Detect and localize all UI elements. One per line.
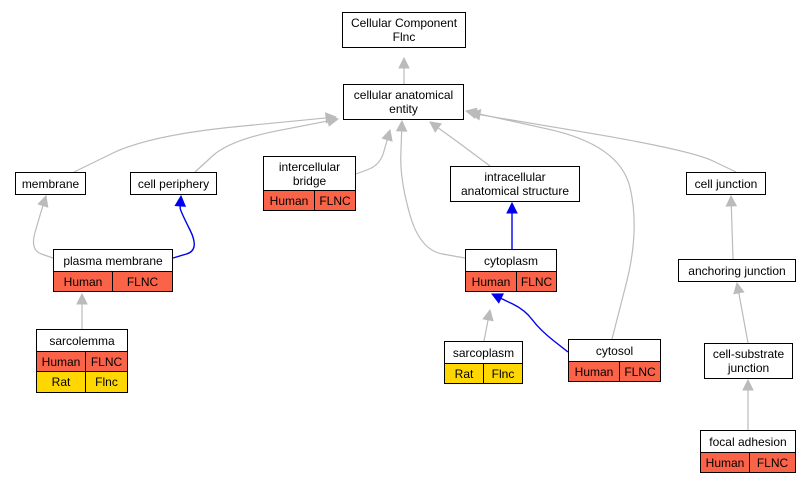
node-focal[interactable]: focal adhesion <box>700 430 796 453</box>
node-sarcoplasm[interactable]: sarcoplasm <box>444 341 523 364</box>
gene-cell[interactable]: Flnc <box>86 372 128 393</box>
edge-is-a-plasmamembrane-to-membrane <box>32 205 54 259</box>
node-label: membrane <box>21 176 80 191</box>
node-label: cell periphery <box>137 176 210 191</box>
species-cell[interactable]: Rat <box>36 372 86 393</box>
node-label: Cellular Component Flnc <box>350 16 458 44</box>
node-label: anchoring junction <box>688 263 786 278</box>
arrowhead-cae-to-root <box>398 56 410 69</box>
node-membrane[interactable]: membrane <box>15 172 86 195</box>
edge-is-a-cytoplasm-to-cae <box>400 130 466 259</box>
node-root[interactable]: Cellular Component Flnc <box>342 12 466 48</box>
node-label: cellular anatomical entity <box>353 88 454 116</box>
node-cytoplasm[interactable]: cytoplasm <box>465 249 557 272</box>
node-label: sarcolemma <box>49 333 115 348</box>
node-bridge[interactable]: intercellular bridge <box>263 156 356 191</box>
edge-is-a-membrane-to-cae <box>73 117 327 173</box>
node-celljunction[interactable]: cell junction <box>686 172 766 195</box>
edge-is-a-cytosol-to-cae <box>475 112 635 340</box>
node-cellsubstrate[interactable]: cell-substrate junction <box>704 343 793 379</box>
node-label: cytoplasm <box>483 253 539 268</box>
arrowhead-cellsubstrate-to-anchoring <box>733 281 745 295</box>
edge-part-of-plasmamembrane-to-cellperiphery <box>172 205 195 259</box>
node-cae[interactable]: cellular anatomical entity <box>343 84 464 120</box>
gene-cell[interactable]: FLNC <box>315 190 356 211</box>
node-intracellular[interactable]: intracellular anatomical structure <box>450 166 580 202</box>
gene-cell[interactable]: FLNC <box>86 351 128 372</box>
arrowhead-cytoplasm-to-cae <box>395 119 408 132</box>
arrowhead-intracellular-to-cae <box>429 121 442 133</box>
gene-cell[interactable]: FLNC <box>517 271 557 292</box>
node-label: cell junction <box>694 176 758 191</box>
arrowhead-cytoplasm-to-intracellular <box>506 201 518 214</box>
edge-is-a-intracellular-to-cae <box>437 127 491 167</box>
arrowhead-cytosol-to-cytoplasm <box>490 293 504 304</box>
node-label: focal adhesion <box>709 434 787 449</box>
node-sarcolemma[interactable]: sarcolemma <box>36 329 128 352</box>
edge-is-a-cellsubstrate-to-anchoring <box>738 292 749 344</box>
node-label: plasma membrane <box>63 253 163 268</box>
edge-layer <box>32 56 754 430</box>
arrowhead-cytosol-to-cae <box>464 107 478 119</box>
gene-cell[interactable]: FLNC <box>750 452 796 473</box>
species-cell[interactable]: Human <box>263 190 315 211</box>
edge-is-a-anchoring-to-celljunction <box>730 205 734 260</box>
gene-cell[interactable]: Flnc <box>484 363 523 384</box>
species-cell[interactable]: Human <box>568 361 620 382</box>
arrowhead-plasmamembrane-to-membrane <box>37 194 49 208</box>
species-cell[interactable]: Rat <box>444 363 484 384</box>
edge-is-a-bridge-to-cae <box>355 139 388 175</box>
edge-part-of-cytosol-to-cytoplasm <box>500 297 569 353</box>
node-label: intercellular bridge <box>278 159 341 188</box>
arrowhead-bridge-to-cae <box>381 128 393 142</box>
arrowhead-sarcolemma-to-plasmamembrane <box>76 292 88 305</box>
gene-cell[interactable]: FLNC <box>113 271 173 292</box>
gene-cell[interactable]: FLNC <box>620 361 661 382</box>
node-cellperiphery[interactable]: cell periphery <box>130 172 217 195</box>
species-cell[interactable]: Human <box>53 271 113 292</box>
species-cell[interactable]: Human <box>36 351 86 372</box>
species-cell[interactable]: Human <box>465 271 517 292</box>
arrowhead-anchoring-to-celljunction <box>725 194 738 207</box>
arrowhead-sarcoplasm-to-cytoplasm <box>482 308 494 322</box>
species-cell[interactable]: Human <box>700 452 750 473</box>
arrowhead-focal-to-cellsubstrate <box>742 378 754 391</box>
arrowhead-cellperiphery-to-cae <box>326 115 340 127</box>
node-label: intracellular anatomical structure <box>460 170 570 198</box>
node-label: cell-substrate junction <box>712 347 785 375</box>
node-label: cytosol <box>595 343 634 358</box>
edge-is-a-celljunction-to-cae <box>479 114 737 173</box>
edge-is-a-sarcoplasm-to-cytoplasm <box>483 319 489 342</box>
arrowhead-plasmamembrane-to-cellperiphery <box>174 194 187 207</box>
node-plasmamembrane[interactable]: plasma membrane <box>53 249 173 272</box>
node-anchoring[interactable]: anchoring junction <box>678 259 796 282</box>
node-label: sarcoplasm <box>452 345 515 360</box>
node-cytosol[interactable]: cytosol <box>568 339 661 362</box>
edge-is-a-cellperiphery-to-cae <box>194 120 329 173</box>
